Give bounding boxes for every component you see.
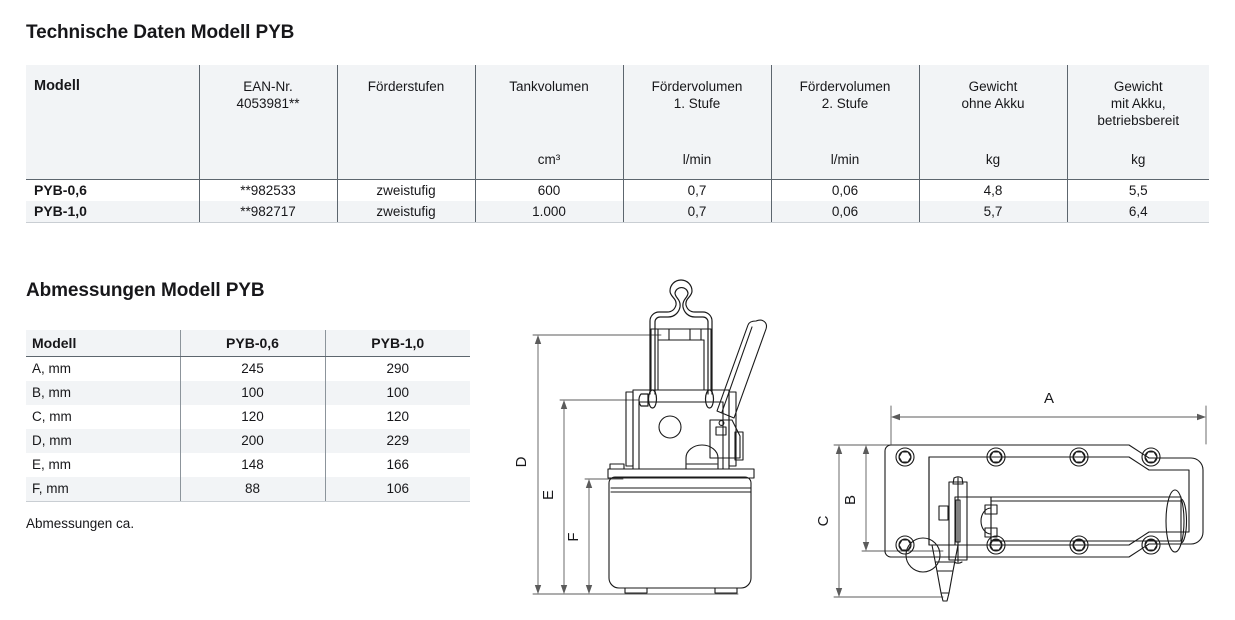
column-header-pyb-06: PYB-0,6	[179, 330, 325, 357]
dimension-lines	[833, 405, 1207, 598]
column-header-stages: Förderstufen	[336, 65, 475, 180]
cell-ean: **982533	[198, 179, 337, 201]
dimension-label-d: D	[513, 456, 530, 467]
cell-stages: zweistufig	[336, 179, 475, 201]
column-header-weight-without-battery: Gewicht ohne Akku kg	[918, 65, 1067, 180]
page-title-technical-data: Technische Daten Modell PYB	[26, 22, 295, 43]
cell-pyb-10: 229	[324, 429, 470, 453]
cell-pyb-10: 120	[324, 405, 470, 429]
cell-weight-with-battery: 5,5	[1066, 179, 1209, 201]
page-title-dimensions: Abmessungen Modell PYB	[26, 280, 265, 301]
cell-dimension-label: B, mm	[26, 381, 180, 405]
dimensions-table: Modell PYB-0,6 PYB-1,0 A, mm 245 290 B, …	[26, 330, 470, 502]
cell-pyb-10: 290	[324, 356, 470, 381]
table-row: E, mm 148 166	[26, 453, 470, 477]
column-header-model: Modell	[26, 65, 199, 180]
cell-tank-volume: 600	[474, 179, 623, 201]
top-view-drawing: A C B	[818, 390, 1207, 602]
cell-pyb-06: 120	[179, 405, 325, 429]
cell-flow-stage-1: 0,7	[622, 201, 771, 223]
dimension-label-c: C	[818, 515, 832, 526]
pump-housing	[625, 389, 737, 470]
cell-dimension-label: D, mm	[26, 429, 180, 453]
cell-pyb-10: 100	[324, 381, 470, 405]
cell-pyb-06: 148	[179, 453, 325, 477]
column-header-tank-volume: Tankvolumen cm³	[474, 65, 623, 180]
cell-dimension-label: F, mm	[26, 477, 180, 502]
column-header-ean: EAN-Nr. 4053981**	[198, 65, 337, 180]
bolt-heads-top	[895, 447, 1161, 467]
table-row: B, mm 100 100	[26, 381, 470, 405]
dimension-label-b: B	[842, 495, 859, 505]
outlet-nozzle	[931, 544, 959, 602]
cell-dimension-label: E, mm	[26, 453, 180, 477]
dimension-label-a: A	[1044, 390, 1054, 407]
cell-pyb-06: 245	[179, 356, 325, 381]
pump-tank	[607, 463, 755, 594]
cell-flow-stage-1: 0,7	[622, 179, 771, 201]
dimensions-note: Abmessungen ca.	[26, 516, 135, 531]
table-row: C, mm 120 120	[26, 405, 470, 429]
cell-pyb-10: 166	[324, 453, 470, 477]
cell-pyb-06: 200	[179, 429, 325, 453]
column-header-flow-stage-2: Fördervolumen 2. Stufe l/min	[770, 65, 919, 180]
cell-ean: **982717	[198, 201, 337, 223]
filler-port	[905, 537, 941, 573]
cell-pyb-06: 88	[179, 477, 325, 502]
technical-data-table: Modell EAN-Nr. 4053981** Förderstufen Ta…	[26, 65, 1209, 223]
cell-flow-stage-2: 0,06	[770, 179, 919, 201]
cell-dimension-label: A, mm	[26, 356, 180, 381]
table-header-row: Modell EAN-Nr. 4053981** Förderstufen Ta…	[26, 65, 1209, 180]
carry-handle	[638, 279, 715, 409]
tank-plate-outline	[884, 444, 1204, 558]
table-row: PYB-0,6 **982533 zweistufig 600 0,7 0,06…	[26, 179, 1209, 201]
cell-model: PYB-0,6	[26, 179, 199, 201]
column-header-weight-with-battery: Gewicht mit Akku, betriebsbereit kg	[1066, 65, 1209, 180]
dimension-label-f: F	[565, 532, 582, 541]
table-row: PYB-1,0 **982717 zweistufig 1.000 0,7 0,…	[26, 201, 1209, 223]
cell-weight-with-battery: 6,4	[1066, 201, 1209, 223]
side-view-drawing: D E F	[513, 279, 767, 595]
dimension-label-e: E	[540, 490, 557, 500]
cell-tank-volume: 1.000	[474, 201, 623, 223]
cell-flow-stage-2: 0,06	[770, 201, 919, 223]
cell-model: PYB-1,0	[26, 201, 199, 223]
dimension-lines	[532, 334, 739, 595]
table-row: F, mm 88 106	[26, 477, 470, 502]
column-header-model: Modell	[26, 330, 180, 357]
pump-stem	[650, 328, 712, 391]
cell-dimension-label: C, mm	[26, 405, 180, 429]
cell-pyb-06: 100	[179, 381, 325, 405]
cell-weight-without-battery: 5,7	[918, 201, 1067, 223]
pump-lever	[685, 319, 767, 470]
table-row: D, mm 200 229	[26, 429, 470, 453]
cell-stages: zweistufig	[336, 201, 475, 223]
lever-assembly-plan	[938, 476, 1188, 564]
table-header-row: Modell PYB-0,6 PYB-1,0	[26, 330, 470, 357]
cell-pyb-10: 106	[324, 477, 470, 502]
cell-weight-without-battery: 4,8	[918, 179, 1067, 201]
table-row: A, mm 245 290	[26, 356, 470, 381]
column-header-flow-stage-1: Fördervolumen 1. Stufe l/min	[622, 65, 771, 180]
column-header-pyb-10: PYB-1,0	[324, 330, 470, 357]
